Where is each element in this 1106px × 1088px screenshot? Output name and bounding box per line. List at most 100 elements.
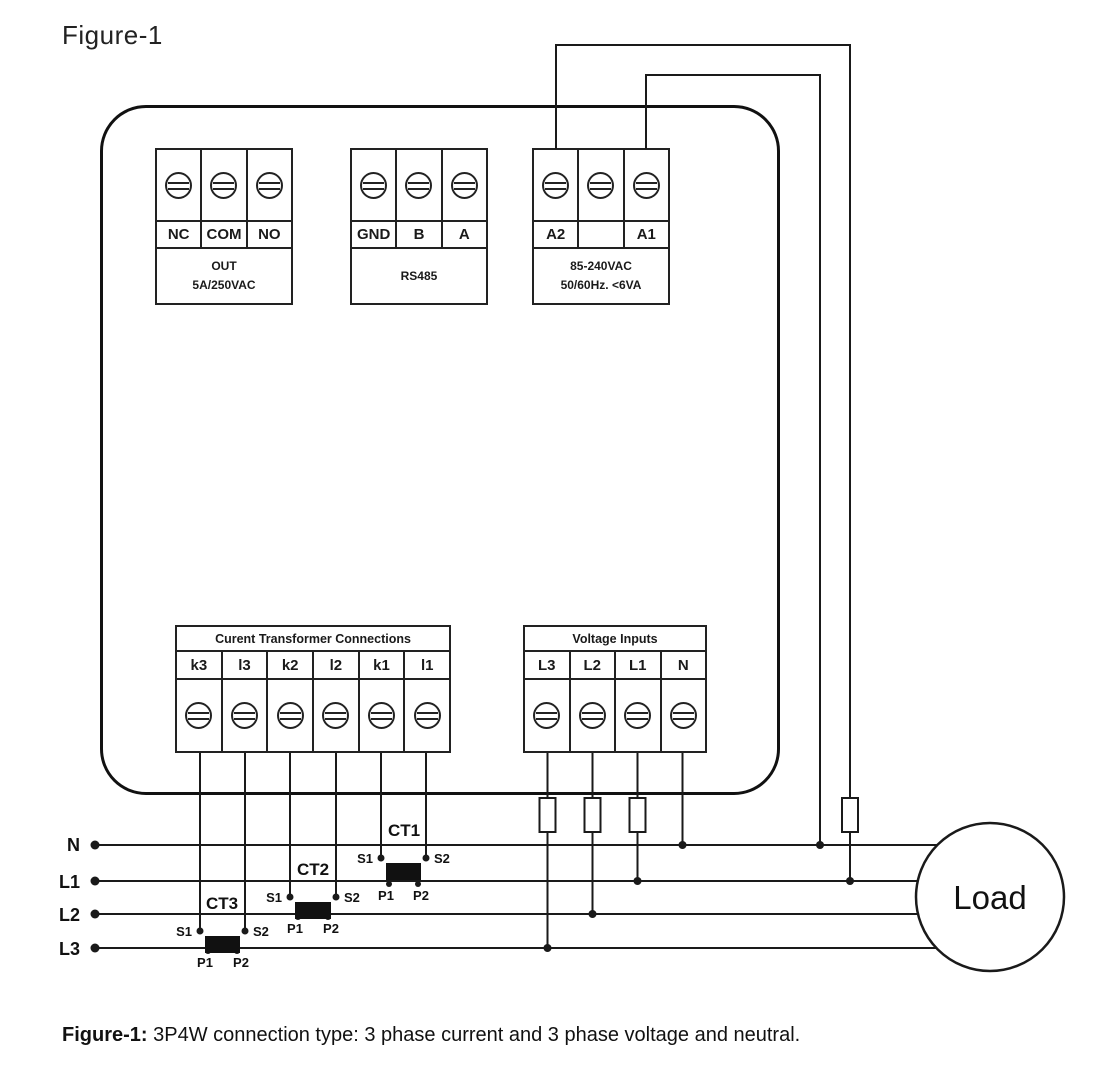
terminal-cell: [534, 150, 577, 220]
relay-output-block: NC COM NO OUT 5A/250VAC: [155, 148, 293, 305]
ct1-p1-dot: [386, 881, 392, 887]
junction-dot: [678, 841, 687, 849]
terminal-cell: [622, 150, 668, 220]
screw-row: [350, 148, 488, 222]
caption: Figure-1: 3P4W connection type: 3 phase …: [62, 1024, 800, 1047]
screw-terminal-icon: [413, 702, 441, 729]
screw-terminal-icon: [368, 702, 396, 729]
ct-connections-block: Curent Transformer Connections k3 l3 k2 …: [175, 625, 451, 753]
aux-power-block: A2 A1 85-240VAC 50/60Hz. <6VA: [532, 148, 670, 305]
ct3-label: CT3: [206, 894, 238, 913]
screw-terminal-icon: [669, 702, 697, 729]
screw-row: [523, 678, 707, 753]
terminal-cell: [266, 680, 312, 751]
ct2-s1-label: S1: [266, 890, 282, 905]
terminal-label: l2: [312, 652, 358, 678]
ct1-s1-dot: [377, 854, 385, 862]
line-label-n: N: [67, 835, 80, 855]
junction-dot: [816, 841, 824, 849]
screw-terminal-icon: [360, 171, 388, 199]
terminal-cell: [220, 680, 267, 751]
ct2-s1-dot: [286, 893, 294, 901]
terminal-cell: [659, 680, 706, 751]
junction-dot: [846, 877, 854, 885]
terminal-label: GND: [356, 226, 391, 243]
voltage-block-header: Voltage Inputs: [523, 625, 707, 652]
terminal-cell: [200, 150, 245, 220]
ct3-s2-dot: [241, 927, 249, 935]
junction-dot: [633, 877, 642, 885]
screw-row: [532, 148, 670, 222]
ct2-p1-dot: [295, 914, 301, 920]
fuse-icon: [538, 797, 557, 833]
terminal-label: [577, 222, 622, 247]
figure-title: Figure-1: [62, 20, 163, 50]
terminal-cell: [395, 150, 440, 220]
screw-terminal-icon: [210, 171, 238, 199]
screw-row: [175, 678, 451, 753]
screw-terminal-icon: [533, 702, 561, 729]
line-label-l3: L3: [59, 939, 80, 959]
description-line: RS485: [400, 268, 438, 283]
junction-dot: [90, 876, 100, 886]
terminal-label: L3: [537, 656, 556, 674]
screw-terminal-icon: [165, 171, 193, 199]
terminal-cell: [525, 680, 569, 751]
block-description: RS485: [350, 247, 488, 305]
description-line: 50/60Hz. <6VA: [560, 278, 642, 292]
block-description: OUT 5A/250VAC: [155, 247, 293, 305]
ct1-body: [386, 863, 421, 880]
terminal-label: k1: [357, 652, 404, 678]
fuse-icon: [583, 797, 602, 833]
terminal-label: k2: [266, 652, 312, 678]
terminal-cell: [568, 680, 615, 751]
ct1-p2-label: P2: [413, 888, 429, 903]
ct1-s1-label: S1: [357, 851, 373, 866]
description-line: 5A/250VAC: [192, 278, 256, 292]
screw-terminal-icon: [578, 702, 606, 729]
caption-text: 3P4W connection type: 3 phase current an…: [147, 1024, 801, 1046]
ct2-body: [295, 902, 331, 919]
screw-row: [155, 148, 293, 222]
junction-dots: [90, 840, 854, 954]
junction-dot: [588, 910, 597, 918]
terminal-cell: [614, 680, 660, 751]
screw-terminal-icon: [632, 171, 660, 199]
line-label-l2: L2: [59, 905, 80, 925]
terminal-labels-row: k3 l3 k2 l2 k1 l1: [175, 650, 451, 680]
ct3-body: [205, 936, 240, 953]
terminal-labels-row: A2 A1: [532, 220, 670, 249]
terminal-cell: [440, 150, 486, 220]
fuse-icon: [628, 797, 647, 833]
junction-dot: [90, 840, 100, 850]
block-description: 85-240VAC 50/60Hz. <6VA: [532, 247, 670, 305]
voltage-inputs-block: Voltage Inputs L3 L2 L1 N: [523, 625, 707, 753]
terminal-label: L2: [568, 652, 615, 678]
screw-terminal-icon: [255, 171, 283, 199]
terminal-label: A: [440, 222, 486, 247]
rs485-block: GND B A RS485: [350, 148, 488, 305]
screw-terminal-icon: [624, 702, 652, 729]
terminal-label: NO: [245, 222, 291, 247]
load-circle: [914, 821, 1066, 973]
screw-terminal-icon: [322, 702, 350, 729]
ct1-p2-dot: [415, 881, 421, 887]
terminal-labels-row: NC COM NO: [155, 220, 293, 249]
description-line: 85-240VAC: [570, 259, 632, 274]
ct3-p2-dot: [234, 948, 240, 954]
ct3-s1-label: S1: [176, 924, 192, 939]
ct-block-header: Curent Transformer Connections: [175, 625, 451, 652]
load-label: Load: [953, 879, 1026, 916]
ct1-label: CT1: [388, 821, 420, 840]
terminal-label: A1: [622, 222, 668, 247]
ct2-p2-dot: [325, 914, 331, 920]
ct2-s2-label: S2: [344, 890, 360, 905]
terminal-cell: [577, 150, 622, 220]
terminal-cell: [157, 150, 200, 220]
terminal-label: NC: [167, 226, 190, 243]
terminal-cell: [245, 150, 291, 220]
screw-terminal-icon: [276, 702, 304, 729]
ct3-p1-label: P1: [197, 955, 213, 970]
terminal-labels-row: L3 L2 L1 N: [523, 650, 707, 680]
